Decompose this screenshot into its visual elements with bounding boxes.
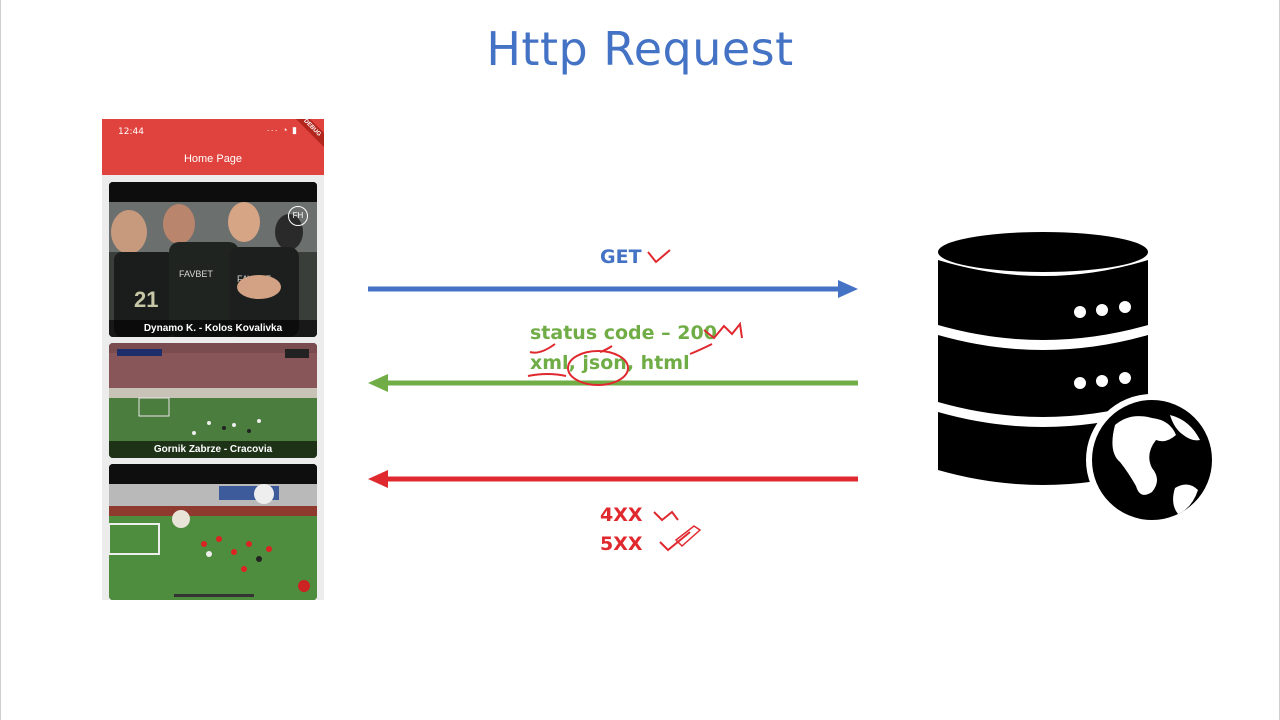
database-globe-icon xyxy=(938,232,1218,526)
match-card-2[interactable]: Gornik Zabrze - Cracovia xyxy=(109,343,317,458)
status-time: 12:44 xyxy=(118,127,144,137)
slide-left-border xyxy=(0,0,1,720)
success-status-label: status code – 200 xyxy=(530,322,717,344)
match-card-3[interactable] xyxy=(109,464,317,600)
format-html: html xyxy=(640,352,690,374)
format-xml: xml, xyxy=(530,352,576,374)
match-card-1[interactable]: FAVBET FAVBET 21 FH Dynamo K. - Kolos Ko… xyxy=(109,182,317,337)
svg-text:21: 21 xyxy=(134,287,158,312)
slide-title: Http Request xyxy=(486,22,794,76)
svg-text:FAVBET: FAVBET xyxy=(179,269,213,279)
app-bar-title: Home Page xyxy=(183,153,243,165)
match-thumbnail-3 xyxy=(109,464,317,600)
request-method-label: GET xyxy=(600,246,642,268)
status-icons: ··· ◔ ▮ xyxy=(266,125,298,135)
request-arrow xyxy=(368,280,858,298)
app-bar: 12:44 ··· ◔ ▮ DEBUG Home Page xyxy=(102,119,324,175)
error-response-arrow xyxy=(368,470,858,488)
error-code-4xx: 4XX xyxy=(600,504,643,526)
match-title-1: Dynamo K. - Kolos Kovalivka xyxy=(109,320,317,337)
phone-mockup: 12:44 ··· ◔ ▮ DEBUG Home Page FAVBET FAV… xyxy=(102,119,324,600)
match-title-2: Gornik Zabrze - Cracovia xyxy=(109,441,317,458)
match-thumbnail-1: FAVBET FAVBET 21 xyxy=(109,182,317,337)
success-response-arrow xyxy=(368,374,858,392)
channel-badge: FH xyxy=(288,206,308,226)
error-code-5xx: 5XX xyxy=(600,533,643,555)
